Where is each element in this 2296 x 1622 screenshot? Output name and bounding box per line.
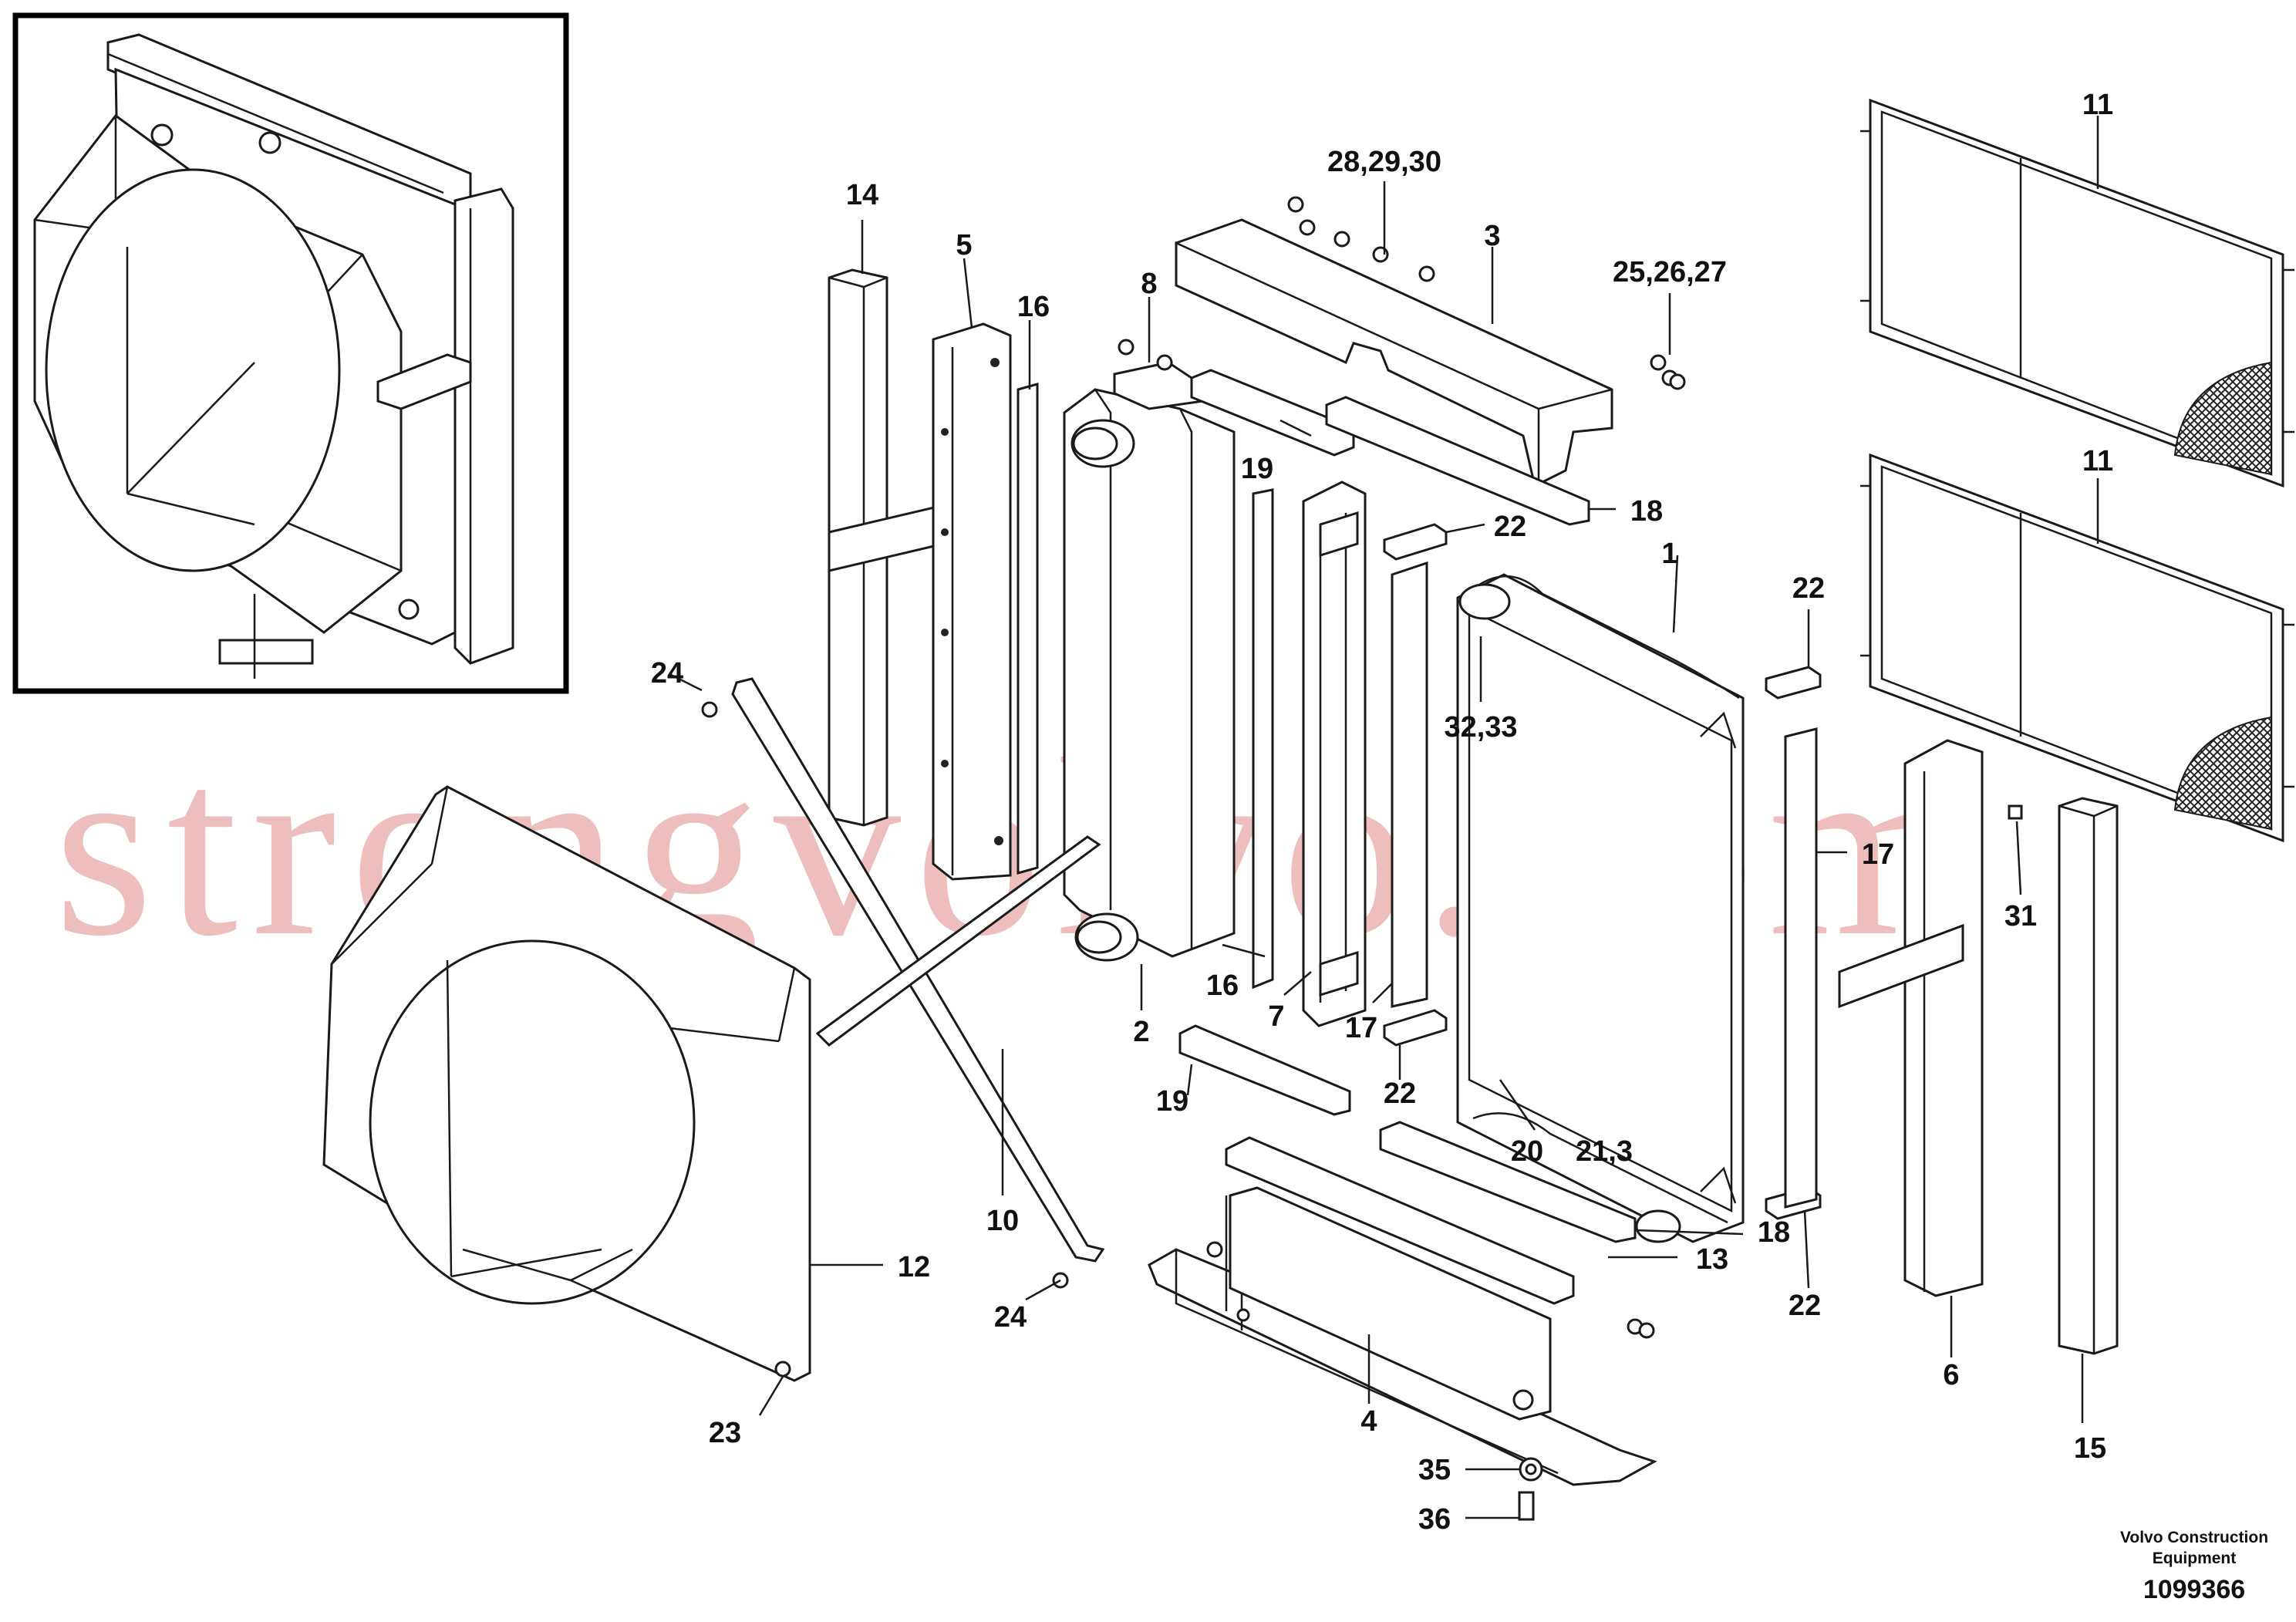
- radiator-core: [1456, 573, 1745, 1243]
- brand-line-2: Equipment: [2153, 1549, 2237, 1567]
- callout-11-lower: 11: [2082, 445, 2113, 477]
- screen-upper: [1860, 98, 2294, 488]
- callout-8: 8: [1141, 268, 1157, 300]
- callout-31: 31: [2004, 900, 2037, 932]
- side-plate-left: [932, 322, 1012, 881]
- seal-strip-left: [1017, 383, 1039, 875]
- callout-10: 10: [986, 1205, 1019, 1237]
- foam-bar-lower-right: [1379, 1121, 1637, 1243]
- tag-plate: [2008, 804, 2023, 820]
- callout-19-lower: 19: [1156, 1085, 1188, 1118]
- callout-19-upper: 19: [1241, 453, 1273, 485]
- cross-rod: [815, 835, 1101, 1047]
- callout-36: 36: [1418, 1503, 1451, 1536]
- screen-lower: [1860, 453, 2294, 843]
- document-number: 1099366: [2143, 1575, 2245, 1604]
- bottom-beam: [1148, 1186, 1657, 1486]
- callout-32-33: 32,33: [1444, 711, 1517, 744]
- callout-35: 35: [1418, 1454, 1451, 1486]
- callout-18-lower: 18: [1758, 1216, 1790, 1249]
- foam-bar-upper-right: [1325, 396, 1590, 526]
- brand-line-1: Volvo Construction: [2120, 1529, 2268, 1546]
- callout-13: 13: [1696, 1243, 1728, 1276]
- callout-18-upper: 18: [1630, 495, 1663, 528]
- callout-14: 14: [846, 179, 878, 211]
- callout-2: 2: [1133, 1016, 1149, 1048]
- callout-17-right: 17: [1862, 838, 1894, 871]
- callout-5: 5: [956, 229, 972, 261]
- callout-23: 23: [709, 1417, 741, 1449]
- charge-air-cooler: [1063, 388, 1236, 962]
- top-beam: [1175, 218, 1613, 488]
- filler-column-left: [828, 268, 962, 827]
- fasteners: [701, 196, 1686, 1521]
- callout-21: 21,3: [1576, 1135, 1633, 1168]
- callout-22-upper-middle: 22: [1494, 511, 1526, 543]
- callout-17-middle: 17: [1345, 1012, 1377, 1044]
- callout-24-upper: 24: [651, 657, 683, 690]
- callout-20: 20: [1511, 1135, 1543, 1168]
- lower-beam-cover: [1225, 1136, 1575, 1305]
- callout-6: 6: [1943, 1359, 1959, 1391]
- callout-28-29-30: 28,29,30: [1327, 146, 1441, 178]
- callout-22-lower-right: 22: [1789, 1290, 1821, 1322]
- callout-22-upper-right: 22: [1792, 572, 1825, 605]
- leader-lines: [670, 116, 2099, 1519]
- foam-strip-right: [1784, 727, 1818, 1209]
- clip-upper-middle: [1383, 523, 1448, 561]
- clip-lower-middle: [1383, 1009, 1448, 1047]
- callout-1: 1: [1661, 538, 1677, 570]
- clip-upper-right: [1765, 666, 1822, 700]
- callout-16-lower: 16: [1206, 969, 1239, 1002]
- callout-22-lower-middle: 22: [1384, 1077, 1416, 1110]
- fan-shroud: [322, 785, 811, 1382]
- seal-strip-middle: [1252, 488, 1274, 990]
- callout-16-upper: 16: [1017, 291, 1050, 323]
- callout-labels: 1 2 3 4 5 6 7 8 10 11 11 12 13 14 15 16 …: [651, 89, 2113, 1536]
- foam-bar-upper-left: [1190, 369, 1355, 457]
- filler-column-right: [2058, 797, 2119, 1355]
- assembled-inset-view: [12, 12, 569, 694]
- callout-25-26-27: 25,26,27: [1613, 256, 1727, 288]
- foam-strip-middle: [1391, 561, 1428, 1008]
- callout-24-lower: 24: [994, 1301, 1027, 1334]
- callout-4: 4: [1360, 1405, 1377, 1438]
- callout-3: 3: [1484, 220, 1500, 252]
- side-plate-right: [1838, 739, 1984, 1297]
- callout-15: 15: [2074, 1432, 2106, 1465]
- brand-block: Volvo Construction Equipment 1099366: [2120, 1529, 2268, 1604]
- callout-7: 7: [1268, 1000, 1284, 1033]
- side-frame-middle: [1302, 481, 1367, 1027]
- callout-11-upper: 11: [2082, 89, 2113, 121]
- foam-bar-lower-left: [1178, 1024, 1351, 1116]
- callout-12: 12: [898, 1251, 930, 1283]
